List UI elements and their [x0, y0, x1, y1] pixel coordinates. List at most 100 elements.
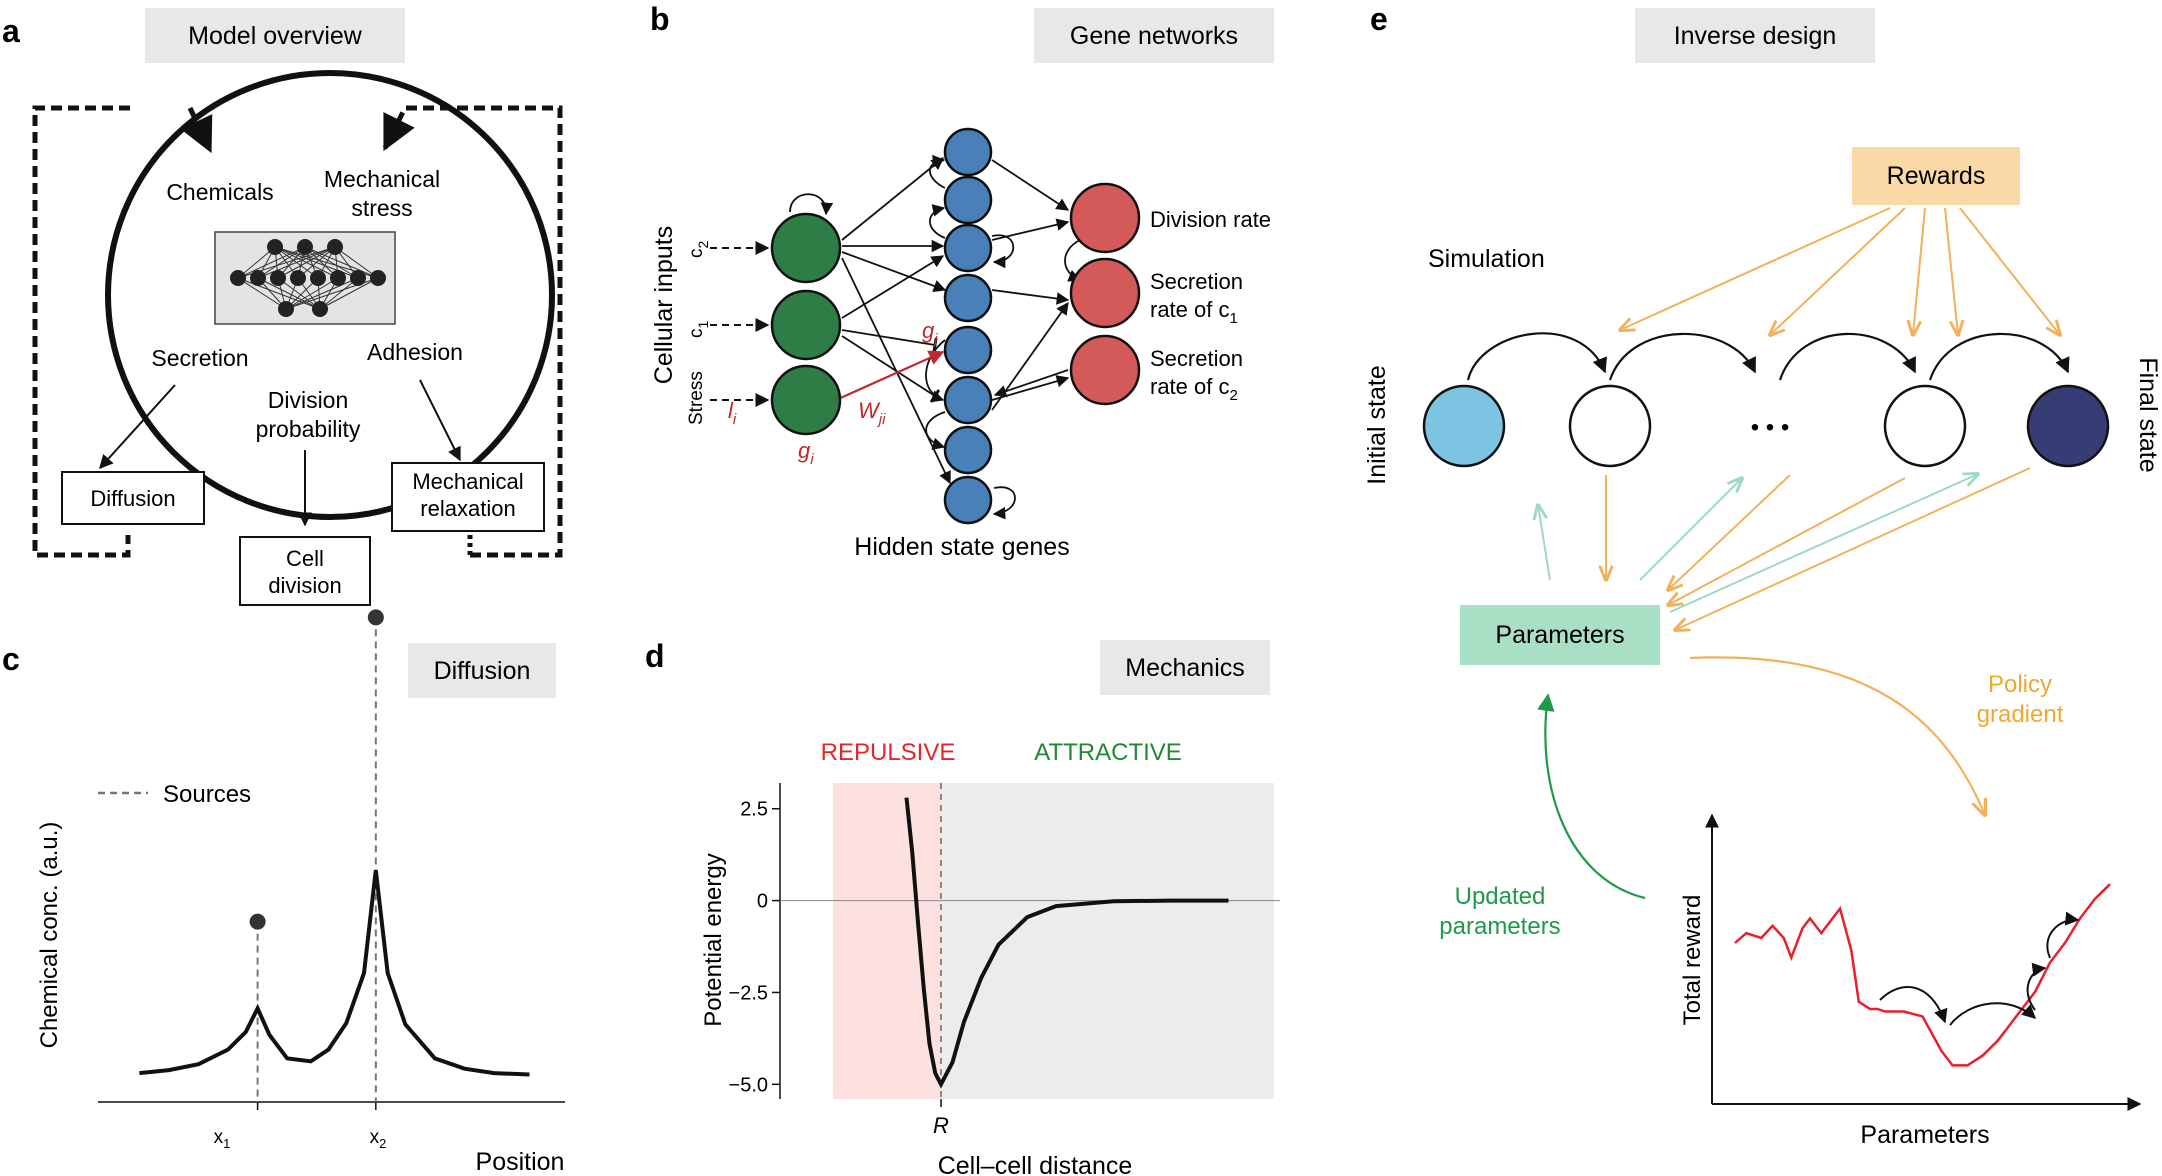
- nn-edge: [285, 277, 359, 310]
- nn-node: [267, 239, 283, 255]
- rewards-label: Rewards: [1887, 162, 1986, 190]
- sim-step-arrow-1: [1466, 332, 1607, 381]
- output-gene-node: [1069, 182, 1141, 254]
- hidden-gene-node: [943, 475, 993, 525]
- policy-gradient-arrow: [1689, 656, 1985, 815]
- ellipsis: • • •: [1751, 414, 1790, 441]
- l-i-label: li: [728, 398, 737, 428]
- source-marker-x1: [249, 913, 266, 930]
- reward-arrow-3: [1913, 207, 1926, 335]
- self-loop-edge: [992, 486, 1016, 520]
- reward-arrow-2: [1770, 207, 1906, 335]
- attractive-region: [941, 783, 1274, 1099]
- neural-network-icon: [230, 239, 386, 317]
- grad-arrow-orange-4: [1675, 467, 2031, 630]
- diffusion-box: [61, 471, 205, 525]
- repulsive-region: [833, 783, 941, 1099]
- chem-conc-ylabel: Chemical conc. (a.u.): [36, 822, 63, 1049]
- gene-edge: [991, 375, 1070, 401]
- nn-edge: [277, 246, 336, 279]
- division-rate-label: Division rate: [1150, 207, 1271, 232]
- policy-gradient-label-1: Policy: [1988, 671, 2052, 698]
- division-probability-label-1: Division: [268, 387, 349, 413]
- panel-c: c Diffusion Sources Chemical conc. (a.u.…: [2, 609, 565, 1176]
- adhesion-label: Adhesion: [367, 339, 463, 365]
- gene-edge: [841, 255, 945, 319]
- grad-arrow-orange-3: [1668, 477, 1906, 605]
- self-loop-edge: [789, 193, 834, 216]
- hidden-gene-node: [943, 273, 993, 323]
- initial-state-node: [1422, 384, 1506, 468]
- g-j-label: gj: [922, 318, 938, 348]
- panel-a-title: Model overview: [188, 22, 363, 50]
- nn-node: [330, 270, 346, 286]
- panel-a: a Model overview Chemicals Mechanical st…: [2, 8, 563, 606]
- optimization-step-3: [2026, 962, 2047, 1011]
- repulsive-label: REPULSIVE: [821, 739, 956, 766]
- final-state-node: [2026, 384, 2110, 468]
- gene-edge: [841, 157, 944, 241]
- reward-arrow-1: [1620, 207, 1891, 330]
- secretion-c2-label-1: Secretion: [1150, 346, 1243, 371]
- nn-edge: [319, 277, 379, 310]
- potential-energy-ylabel: Potential energy: [700, 853, 727, 1026]
- hidden-gene-node: [943, 127, 993, 177]
- parameters-box-label: Parameters: [1495, 621, 1624, 649]
- state-node-2: [1883, 384, 1967, 468]
- nn-edge: [285, 277, 339, 310]
- nn-node: [297, 239, 313, 255]
- panel-b-title: Gene networks: [1070, 22, 1238, 50]
- x1-tick-label: x1: [214, 1127, 231, 1151]
- gene-edge: [991, 218, 1070, 241]
- optimization-step-4: [2046, 911, 2080, 959]
- updated-parameters-arrow: [1537, 693, 1646, 900]
- secretion-c1-label-1: Secretion: [1150, 269, 1243, 294]
- optimization-step-1: [1879, 986, 1948, 1024]
- updated-parameters-label-1: Updated: [1455, 883, 1546, 910]
- nn-edge: [257, 246, 306, 279]
- nn-edge: [237, 277, 287, 310]
- self-loop-edge: [991, 234, 1015, 269]
- cell-circle: [105, 70, 555, 520]
- sim-step-arrow-4: [1928, 332, 2070, 381]
- gene-network-edges: [789, 154, 1082, 520]
- nn-edge: [257, 277, 321, 310]
- input-c2-label: c2: [686, 241, 711, 259]
- mechanical-stress-label-1: Mechanical: [324, 166, 440, 192]
- hidden-gene-node: [943, 375, 993, 425]
- panel-d-title-box: [1100, 640, 1270, 695]
- c-sources: [249, 609, 384, 1110]
- sim-step-arrow-2: [1608, 332, 1756, 381]
- sources-legend-label: Sources: [163, 781, 251, 808]
- gene-loop-edge: [925, 411, 946, 450]
- panel-c-letter: c: [2, 641, 20, 677]
- hidden-gene-node: [943, 175, 993, 225]
- nn-edge: [237, 277, 321, 310]
- position-xlabel: Position: [476, 1148, 565, 1176]
- mechanical-relaxation-box: [391, 462, 545, 532]
- final-state-label: Final state: [2134, 357, 2162, 472]
- nn-edge: [319, 277, 359, 310]
- panel-d-letter: d: [645, 638, 665, 674]
- mechanical-relaxation-label-2: relaxation: [420, 496, 515, 521]
- total-reward-curve: [1734, 883, 2111, 1067]
- g-i-label: gi: [798, 438, 814, 468]
- gene-edge: [993, 369, 1069, 398]
- nn-edge: [304, 246, 359, 279]
- d-y-tick-label: 2.5: [740, 799, 768, 821]
- input-stress-label: Stress: [686, 371, 707, 425]
- mechanical-relaxation-label-1: Mechanical: [412, 469, 523, 494]
- sim-step-arrow-3: [1778, 332, 1916, 381]
- d-y-tick-label: −2.5: [729, 982, 768, 1004]
- cell-division-box: [239, 536, 371, 606]
- input-gene-node: [770, 212, 842, 284]
- panel-e: e Inverse design Rewards Simulation Init…: [1363, 1, 2162, 1149]
- nn-node: [230, 270, 246, 286]
- x2-tick-label: x2: [370, 1127, 387, 1151]
- reward-arrow-5: [1959, 207, 2060, 335]
- d-y-tick-label: −5.0: [729, 1074, 768, 1096]
- w-ji-label: Wji: [858, 398, 886, 428]
- input-gene-node: [770, 289, 842, 361]
- potential-energy-curve: [904, 797, 1229, 1089]
- panel-b-letter: b: [650, 1, 670, 37]
